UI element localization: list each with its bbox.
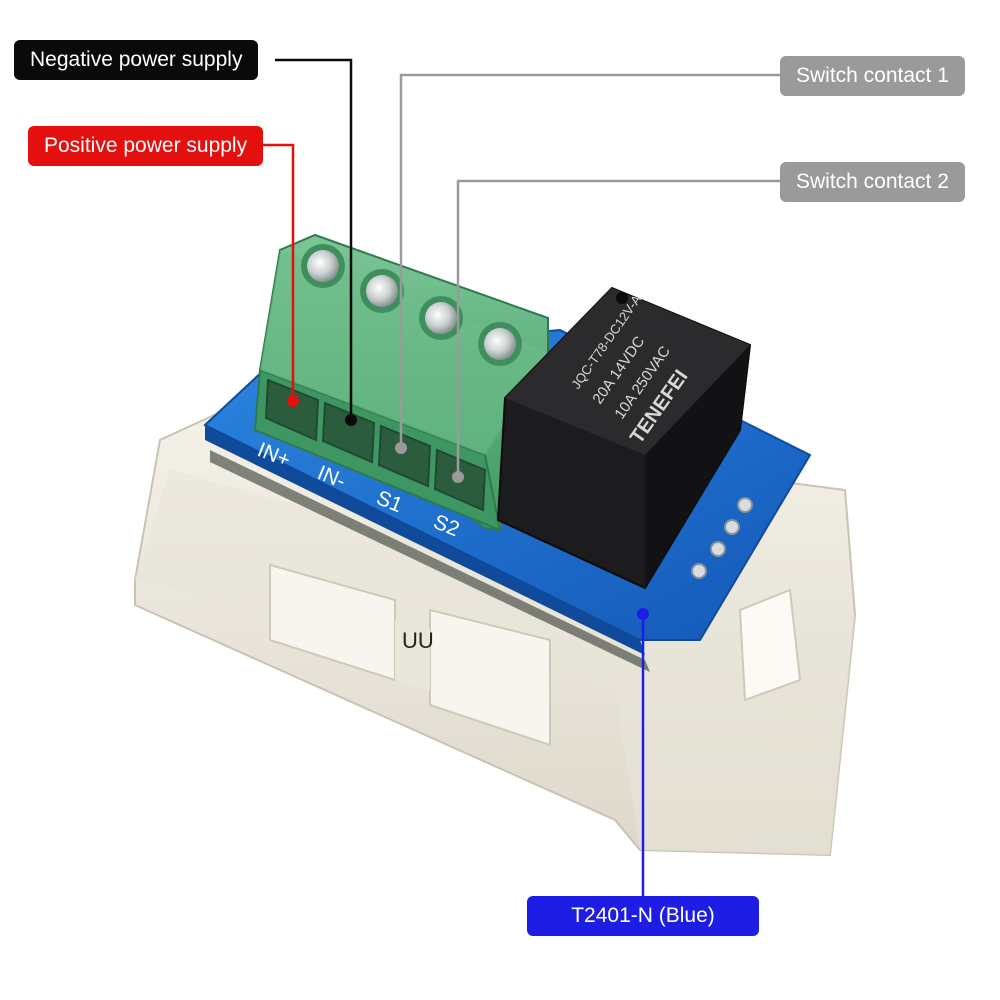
leader-line-switch2 bbox=[456, 179, 780, 477]
leader-line-switch1 bbox=[399, 73, 780, 448]
callout-switch-contact-2: Switch contact 2 bbox=[780, 162, 965, 202]
callout-switch-contact-1: Switch contact 1 bbox=[780, 56, 965, 96]
relay: TENEFEI 10A 250VAC 20A 14VDC JQC-T78-DC1… bbox=[496, 286, 752, 590]
callout-negative-power-supply: Negative power supply bbox=[14, 40, 259, 80]
terminal-screws bbox=[301, 244, 522, 366]
leader-lines bbox=[258, 58, 780, 896]
leader-line-positive bbox=[258, 143, 295, 401]
callout-positive-power-supply: Positive power supply bbox=[28, 126, 264, 166]
callout-model-name: T2401-N (Blue) bbox=[527, 896, 759, 936]
terminal-block bbox=[253, 233, 549, 532]
leader-line-negative bbox=[275, 58, 353, 420]
housing-marking: UU bbox=[402, 628, 434, 653]
